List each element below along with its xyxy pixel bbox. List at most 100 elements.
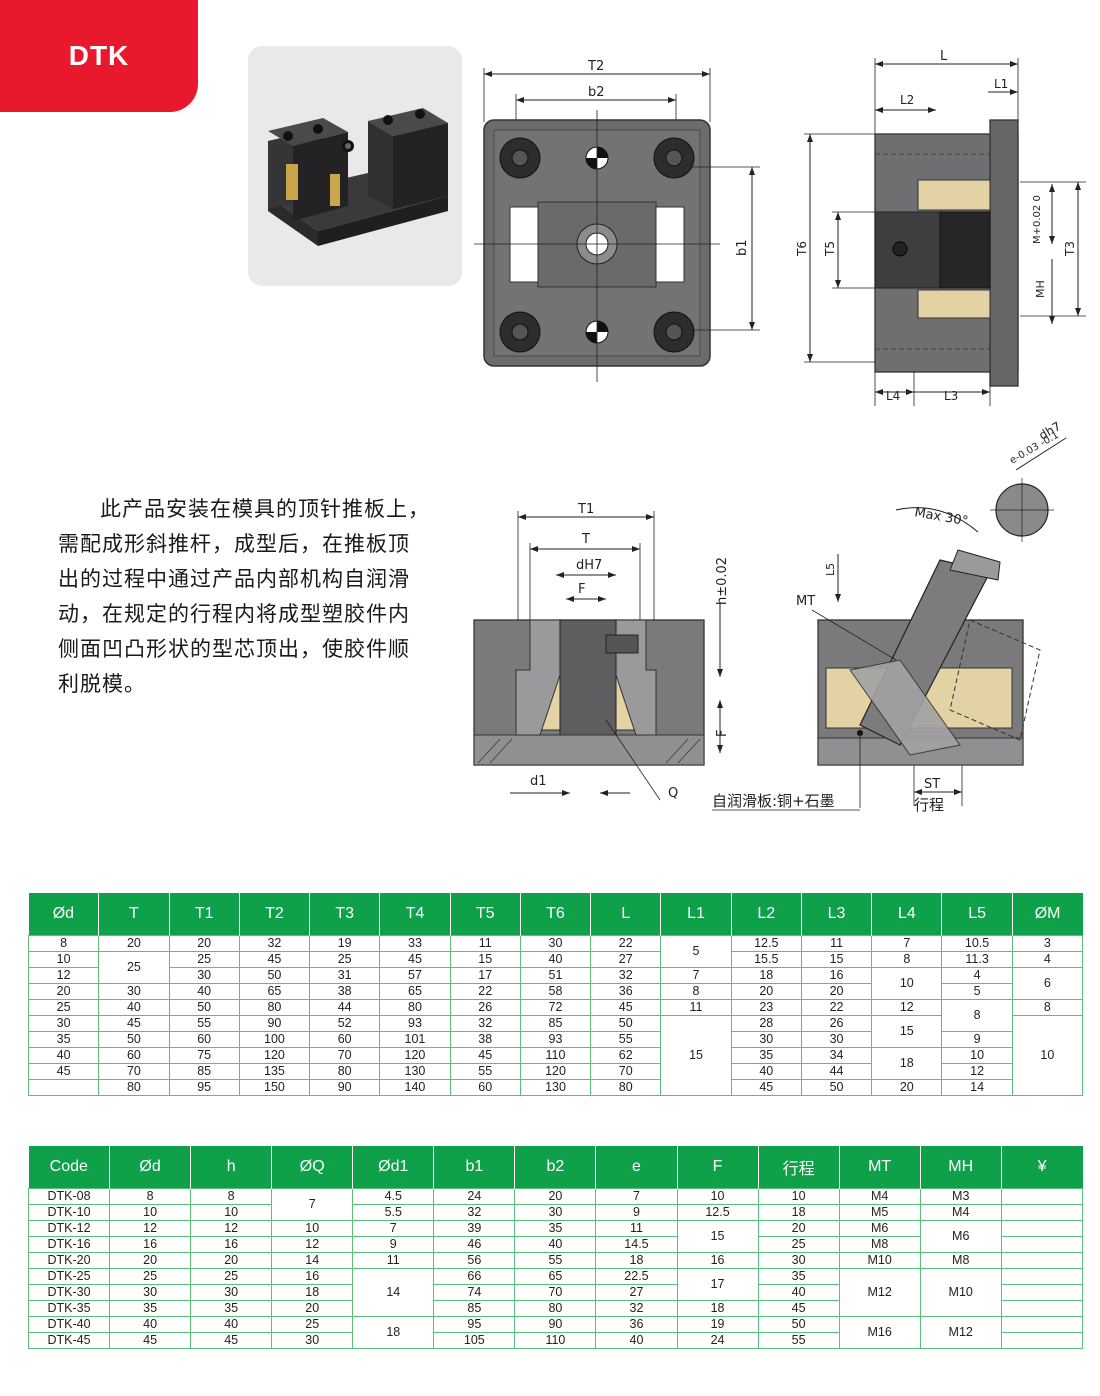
table-cell: M10 — [838, 1251, 921, 1269]
table-cell: 45 — [238, 950, 311, 968]
table-cell: DTK-16 — [27, 1235, 111, 1253]
table-cell: 50 — [590, 1014, 662, 1032]
table-cell: 10.5 — [941, 934, 1013, 952]
label-b2: b2 — [588, 85, 605, 100]
table-cell: 11 — [449, 934, 521, 952]
label-L4: L4 — [886, 389, 900, 403]
column-header: e — [595, 1146, 678, 1188]
label-d1: d1 — [530, 774, 547, 789]
table-cell: DTK-35 — [27, 1299, 111, 1317]
table-cell: 150 — [238, 1078, 311, 1096]
table-cell: M12 — [919, 1315, 1002, 1349]
table-cell: M10 — [919, 1267, 1002, 1317]
table-cell: 7 — [660, 966, 732, 984]
table-cell: 120 — [238, 1046, 311, 1064]
table-cell: 40 — [514, 1235, 597, 1253]
table-cell: 90 — [514, 1315, 597, 1333]
table-cell: 80 — [309, 1062, 381, 1080]
table-cell: 38 — [309, 982, 381, 1000]
column-header: Ød1 — [352, 1146, 435, 1188]
table-cell: 16 — [676, 1251, 759, 1269]
table-cell: 33 — [379, 934, 451, 952]
table-cell: 140 — [379, 1078, 451, 1096]
table-cell: 11 — [352, 1251, 435, 1269]
table-cell: 35 — [757, 1267, 840, 1285]
table-cell: 25 — [168, 950, 240, 968]
table-cell: 45 — [449, 1046, 521, 1064]
table-cell: 72 — [519, 998, 592, 1016]
table-cell: 50 — [238, 966, 311, 984]
table-cell: 12 — [109, 1219, 192, 1237]
column-header: b2 — [514, 1146, 597, 1188]
table-cell: 120 — [519, 1062, 592, 1080]
table-cell: 28 — [730, 1014, 802, 1032]
table-cell: M3 — [919, 1187, 1002, 1205]
table-cell: 24 — [433, 1187, 516, 1205]
table-cell: 40 — [109, 1315, 192, 1333]
table-cell: 40 — [27, 1046, 100, 1064]
table-cell: 39 — [433, 1219, 516, 1237]
table-cell: 40 — [190, 1315, 273, 1333]
table-cell: 4 — [941, 966, 1013, 984]
top-view-drawing: T2 b2 b1 — [474, 59, 760, 382]
table-cell: 30 — [757, 1251, 840, 1269]
table-cell: 18 — [595, 1251, 678, 1269]
table-cell: 19 — [676, 1315, 759, 1333]
table-cell: 93 — [379, 1014, 451, 1032]
table-cell: 8 — [27, 934, 100, 952]
table-cell: 8 — [941, 998, 1013, 1032]
table-cell — [1000, 1331, 1084, 1349]
table-cell — [27, 1078, 100, 1096]
table-cell: 58 — [519, 982, 592, 1000]
column-header: h — [190, 1146, 273, 1188]
column-header: L4 — [871, 893, 943, 935]
table-cell: 95 — [168, 1078, 240, 1096]
table-cell: 20 — [271, 1299, 354, 1317]
table-cell: 19 — [309, 934, 381, 952]
label-T5: T5 — [823, 241, 837, 257]
table-cell: M16 — [838, 1315, 921, 1349]
table-cell: 55 — [757, 1331, 840, 1349]
label-L2: L2 — [900, 93, 914, 107]
table-cell: 57 — [379, 966, 451, 984]
table-cell: 16 — [800, 966, 873, 984]
table-cell: 52 — [309, 1014, 381, 1032]
table-cell: 30 — [109, 1283, 192, 1301]
label-T1: T1 — [577, 502, 594, 517]
table-cell: 80 — [98, 1078, 170, 1096]
label-T3: T3 — [1063, 241, 1077, 257]
product-photo — [248, 46, 462, 286]
table-cell: 50 — [757, 1315, 840, 1333]
table-cell: 15 — [449, 950, 521, 968]
table-cell: 14 — [352, 1267, 435, 1317]
label-stroke: 行程 — [914, 796, 944, 814]
table-cell: 7 — [352, 1219, 435, 1237]
table-cell: 8 — [1011, 998, 1084, 1016]
table-cell: 38 — [449, 1030, 521, 1048]
table-cell — [1000, 1219, 1084, 1237]
table-cell: 65 — [514, 1267, 597, 1285]
column-header: T5 — [450, 893, 521, 935]
table-cell: 15 — [660, 1014, 732, 1096]
table-cell: 8 — [871, 950, 943, 968]
table-cell: 32 — [433, 1203, 516, 1221]
section-view-drawing: T1 T dH7 F h±0.02 F d1 Q — [473, 502, 730, 801]
table-cell: 50 — [98, 1030, 170, 1048]
table-cell: DTK-40 — [27, 1315, 111, 1333]
table-cell: 40 — [98, 998, 170, 1016]
column-header: L2 — [731, 893, 802, 935]
label-M-tol: M+0.02 0 — [1032, 195, 1043, 244]
table-cell: M4 — [838, 1187, 921, 1205]
table-cell: 9 — [352, 1235, 435, 1253]
table-cell: 27 — [595, 1283, 678, 1301]
table-cell: 18 — [271, 1283, 354, 1301]
table-cell: 20 — [757, 1219, 840, 1237]
